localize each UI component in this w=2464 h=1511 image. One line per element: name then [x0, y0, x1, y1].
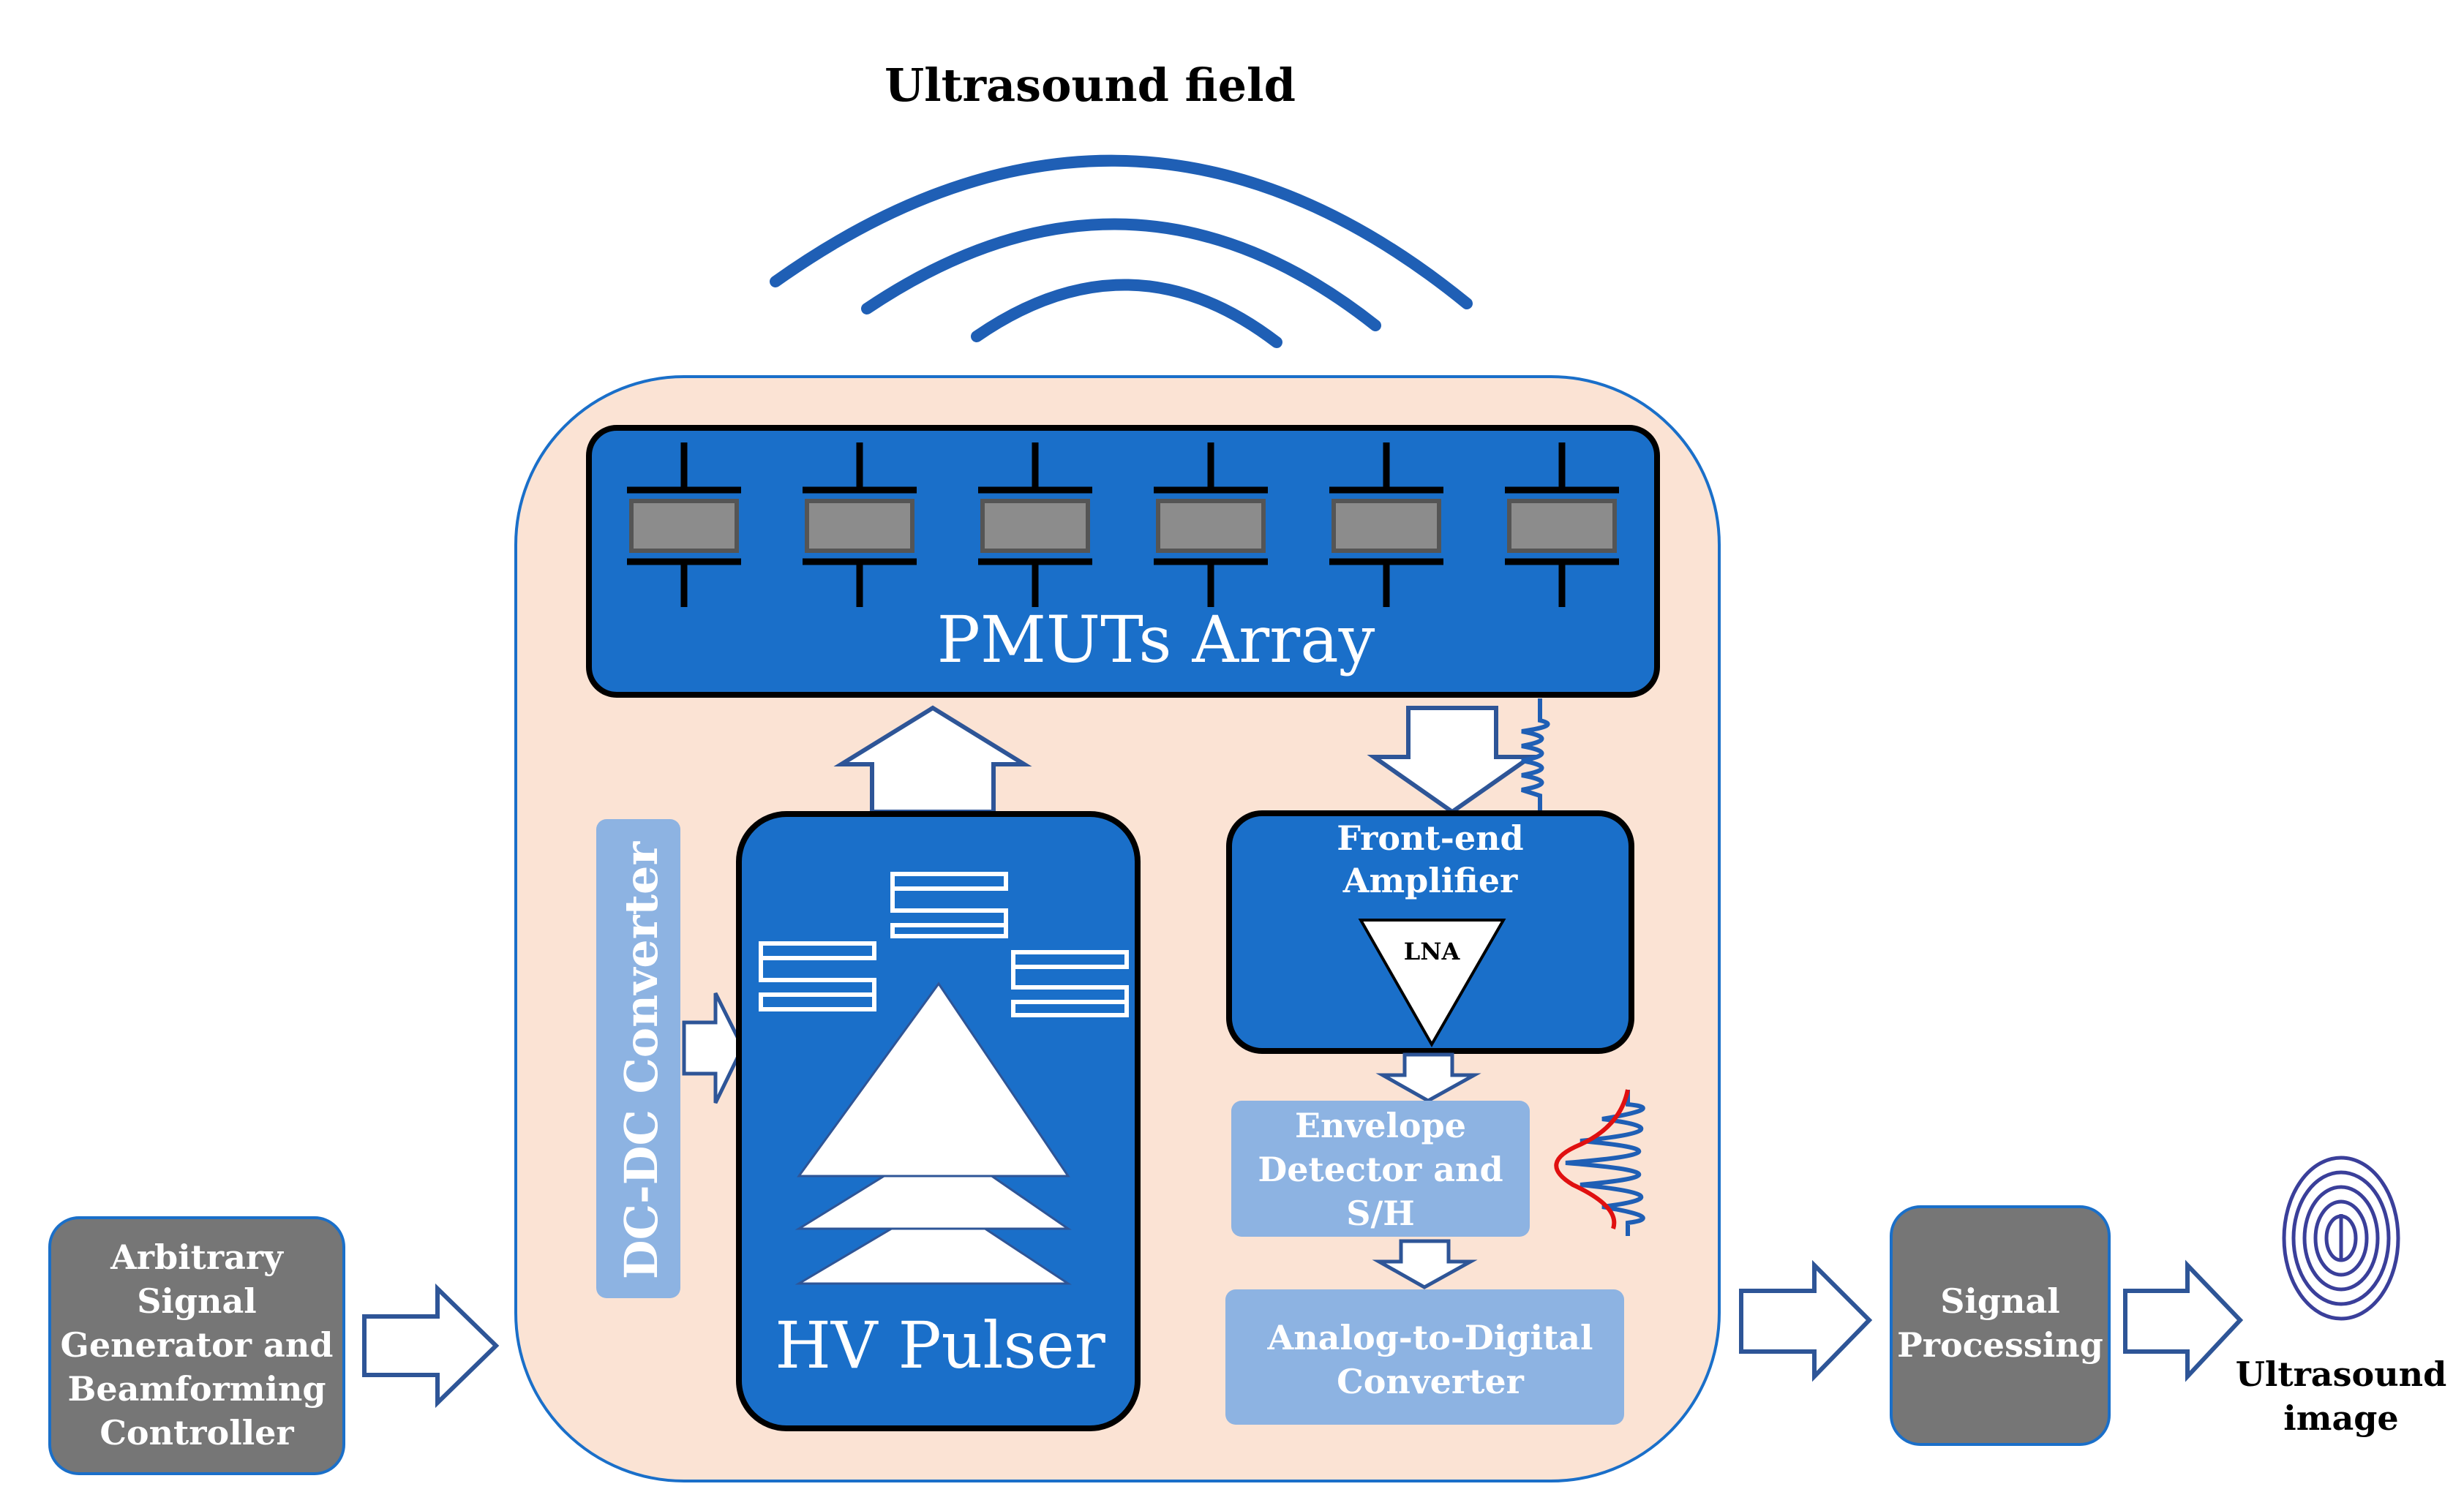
front-end-label-line2: Amplifier: [1342, 861, 1518, 900]
hv-pulser-block: HV Pulser: [736, 811, 1141, 1431]
lna-label: LNA: [1404, 938, 1461, 965]
transducer-element: [627, 442, 741, 607]
lna-triangle-icon: [1358, 919, 1506, 1048]
arbitrary-label-line3: Generator and: [61, 1325, 334, 1365]
tx-up-arrow: [833, 705, 1032, 814]
hv-pulser-label: HV Pulser: [775, 1308, 1106, 1383]
dcdc-converter-block: [596, 819, 680, 1298]
amp-to-envelope-arrow: [1375, 1052, 1481, 1103]
diagram-title: Ultrasound field: [884, 59, 1296, 112]
transducer-element: [1329, 442, 1443, 607]
ultrasound-field-waves: [770, 154, 1473, 348]
arbitrary-label-line1: Arbitrary: [110, 1237, 284, 1277]
front-end-label-line1: Front-end: [1337, 818, 1523, 858]
rx-down-arrow: [1367, 706, 1538, 815]
arbitrary-label-line4: Beamforming: [67, 1369, 326, 1409]
envelope-label-line1: Envelope: [1295, 1106, 1466, 1145]
generator-to-core-arrow: [362, 1283, 500, 1409]
transducer-elements: [627, 442, 1619, 607]
envelope-label-line2: Detector and: [1258, 1150, 1503, 1189]
arbitrary-label-line2: Signal: [137, 1281, 257, 1321]
envelope-waveform-icon: [1554, 1089, 1645, 1236]
adc-label-line1: Analog-to-Digital: [1267, 1318, 1593, 1357]
envelope-label-line3: S/H: [1346, 1194, 1414, 1233]
adc-label-line2: Converter: [1337, 1362, 1524, 1401]
ultrasound-image-label-line1: Ultrasound: [2236, 1354, 2447, 1394]
signal-processing-label-line2: Processing: [1897, 1325, 2103, 1365]
processing-to-image-arrow: [2123, 1259, 2244, 1382]
arbitrary-label-line5: Controller: [99, 1413, 294, 1452]
transducer-element: [1154, 442, 1268, 607]
fingerprint-icon: [2282, 1156, 2400, 1321]
pmuts-array-label: PMUTs Array: [937, 602, 1375, 677]
transducer-element: [1505, 442, 1619, 607]
front-end-amplifier-block: Front-end Amplifier LNA: [1226, 810, 1634, 1054]
pulse-train-icons: [759, 872, 1129, 1017]
amplifier-stack-icon: [795, 981, 1072, 1285]
core-to-processing-arrow: [1739, 1259, 1873, 1382]
signal-processing-label-line1: Signal: [1940, 1281, 2060, 1321]
echo-signal-icon: [1521, 698, 1550, 812]
adc-block: [1225, 1289, 1624, 1425]
ultrasound-image-label-line2: image: [2283, 1398, 2398, 1438]
transducer-element: [803, 442, 917, 607]
arbitrary-signal-generator-block: [48, 1216, 345, 1475]
transducer-element: [978, 442, 1092, 607]
envelope-detector-block: [1231, 1101, 1530, 1237]
dcdc-converter-label: DC-DC Converter: [615, 841, 668, 1280]
envelope-to-adc-arrow: [1372, 1239, 1478, 1289]
dcdc-to-pulser-arrow: [682, 992, 745, 1104]
pmuts-array-block: PMUTs Array: [586, 425, 1660, 698]
signal-processing-block: [1890, 1205, 2111, 1446]
